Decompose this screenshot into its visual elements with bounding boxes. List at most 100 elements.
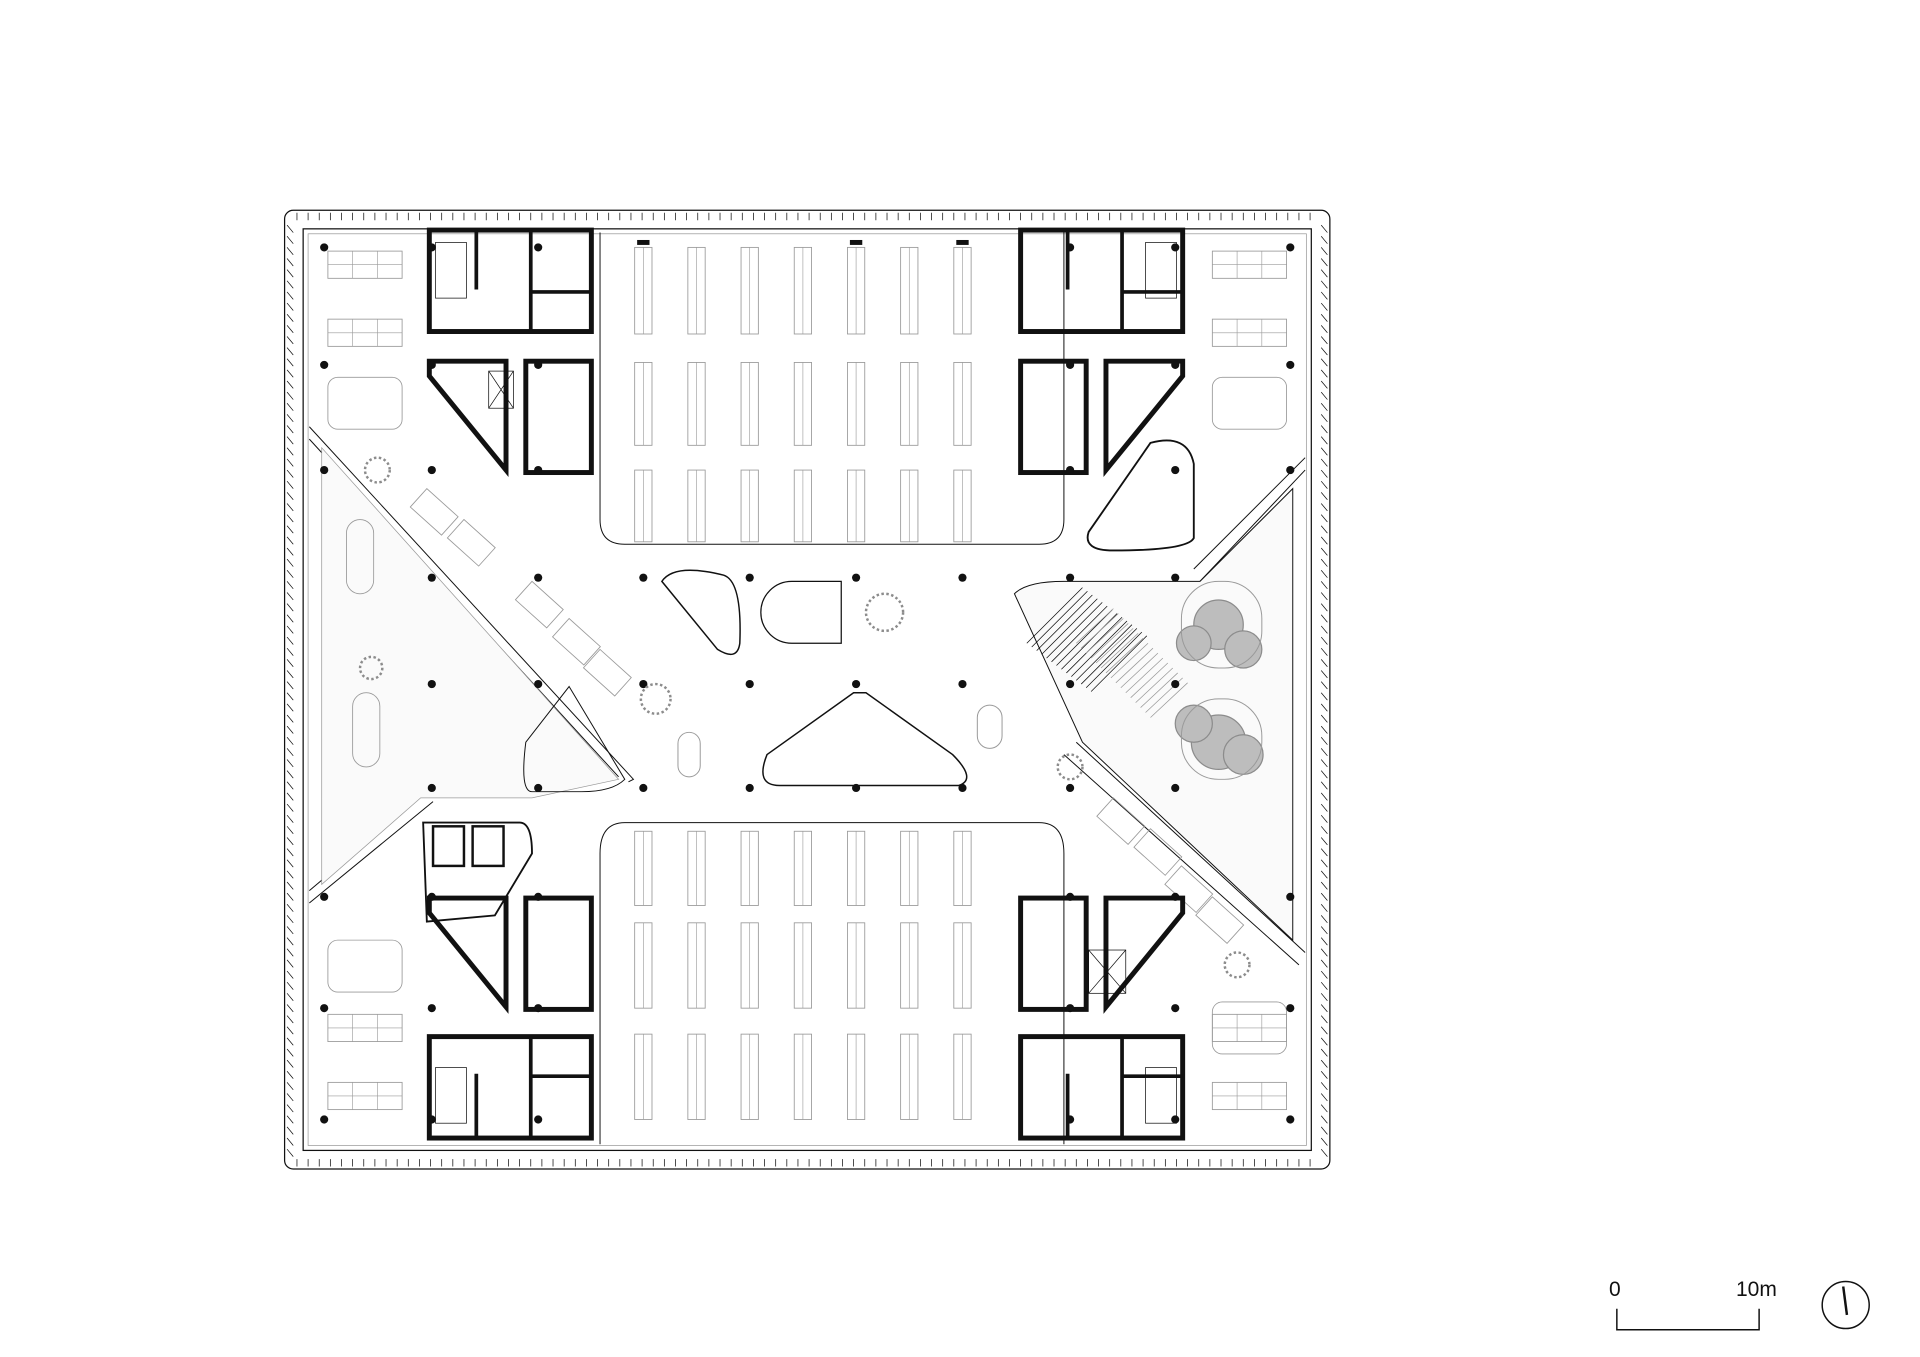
column [1066, 573, 1075, 582]
diagonal-desk [446, 518, 496, 567]
column [958, 573, 967, 582]
column [958, 783, 967, 793]
column [320, 892, 329, 901]
column [534, 465, 543, 475]
column [745, 573, 754, 582]
diagonal-desk [1096, 797, 1146, 846]
column-cap [637, 239, 650, 245]
column [1286, 243, 1295, 252]
tree-canopy [1222, 734, 1264, 775]
core-lower-block [1018, 1034, 1186, 1141]
column [427, 1115, 436, 1124]
core-angled-room [1103, 358, 1186, 478]
core-angled-room [426, 358, 509, 478]
desk-cluster-divider [1212, 251, 1287, 279]
column [427, 679, 436, 689]
desk-cluster-divider [327, 319, 403, 347]
column [639, 783, 648, 793]
meeting-pod [327, 939, 403, 993]
column [1066, 1115, 1075, 1124]
column [320, 465, 329, 475]
column [1066, 783, 1075, 793]
hub-table [976, 704, 1003, 749]
column [958, 679, 967, 689]
column [1286, 1115, 1295, 1124]
column [1286, 465, 1295, 475]
grand-stair [1026, 587, 1148, 692]
core-partition [1065, 1036, 1183, 1139]
left-wing-zone [321, 446, 620, 886]
north-arrow-icon [1821, 1280, 1870, 1330]
column [1066, 892, 1075, 901]
column [1171, 465, 1180, 475]
core-angled-room [426, 895, 509, 1014]
oval-meeting-table [346, 519, 375, 595]
column [534, 243, 543, 252]
tree-canopy [1175, 625, 1212, 662]
central-hub [660, 569, 1003, 787]
scale-bar-line [1616, 1308, 1760, 1331]
column [639, 573, 648, 582]
column [320, 243, 329, 252]
column [745, 783, 754, 793]
elevator-cross [488, 370, 514, 409]
planter [1223, 951, 1251, 979]
column [427, 1004, 436, 1013]
terrace-steps [1076, 608, 1188, 718]
diagonal-desk [1195, 896, 1245, 944]
hub-seating-u [760, 580, 842, 644]
core-upper-block [426, 227, 594, 334]
planter [864, 592, 905, 633]
column [320, 1115, 329, 1124]
column [1066, 1004, 1075, 1013]
inner-facade [302, 228, 1312, 1152]
tree-canopy [1174, 704, 1213, 743]
diagonal-wings [308, 426, 1306, 966]
hub-central-room [762, 691, 968, 787]
column [1171, 360, 1180, 370]
scale-bar [1616, 1308, 1760, 1331]
column [1286, 892, 1295, 901]
column [1286, 360, 1295, 370]
elevator-icon [488, 370, 514, 409]
planter [358, 655, 384, 681]
planter [1056, 753, 1084, 781]
column [1171, 243, 1180, 252]
column [427, 892, 436, 901]
column [320, 360, 329, 370]
desk-layout [327, 232, 1288, 1145]
upper-workspace-outline [599, 232, 1065, 545]
desk-cluster-divider [1212, 319, 1287, 347]
core-partition [474, 230, 592, 332]
desk-cluster-divider [327, 251, 403, 279]
planter-bed [1180, 580, 1263, 669]
diagonal-desk [409, 488, 459, 536]
planter [363, 456, 391, 484]
core-room [523, 895, 594, 1012]
left-wing-rounded-room [523, 685, 626, 793]
column [852, 573, 861, 582]
column [534, 783, 543, 793]
elevator-icon [1088, 949, 1127, 994]
planter-bed [1180, 698, 1263, 780]
building-envelope [283, 209, 1331, 1170]
diagonal-desk [551, 617, 601, 666]
desk-cluster-divider [327, 1082, 403, 1110]
column [639, 679, 648, 689]
meeting-pod [1211, 376, 1288, 430]
stair-icon [1145, 1067, 1177, 1124]
elevator-shaft [471, 825, 505, 868]
desk-cluster-divider [327, 1014, 403, 1042]
column [1171, 679, 1180, 689]
stair-icon [1145, 242, 1177, 299]
column [1066, 465, 1075, 475]
column [427, 465, 436, 475]
column [427, 360, 436, 370]
column [427, 783, 436, 793]
column [1171, 573, 1180, 582]
column [427, 573, 436, 582]
planter [639, 682, 672, 715]
column [534, 1004, 543, 1013]
desk-cluster-divider [1212, 1082, 1287, 1110]
